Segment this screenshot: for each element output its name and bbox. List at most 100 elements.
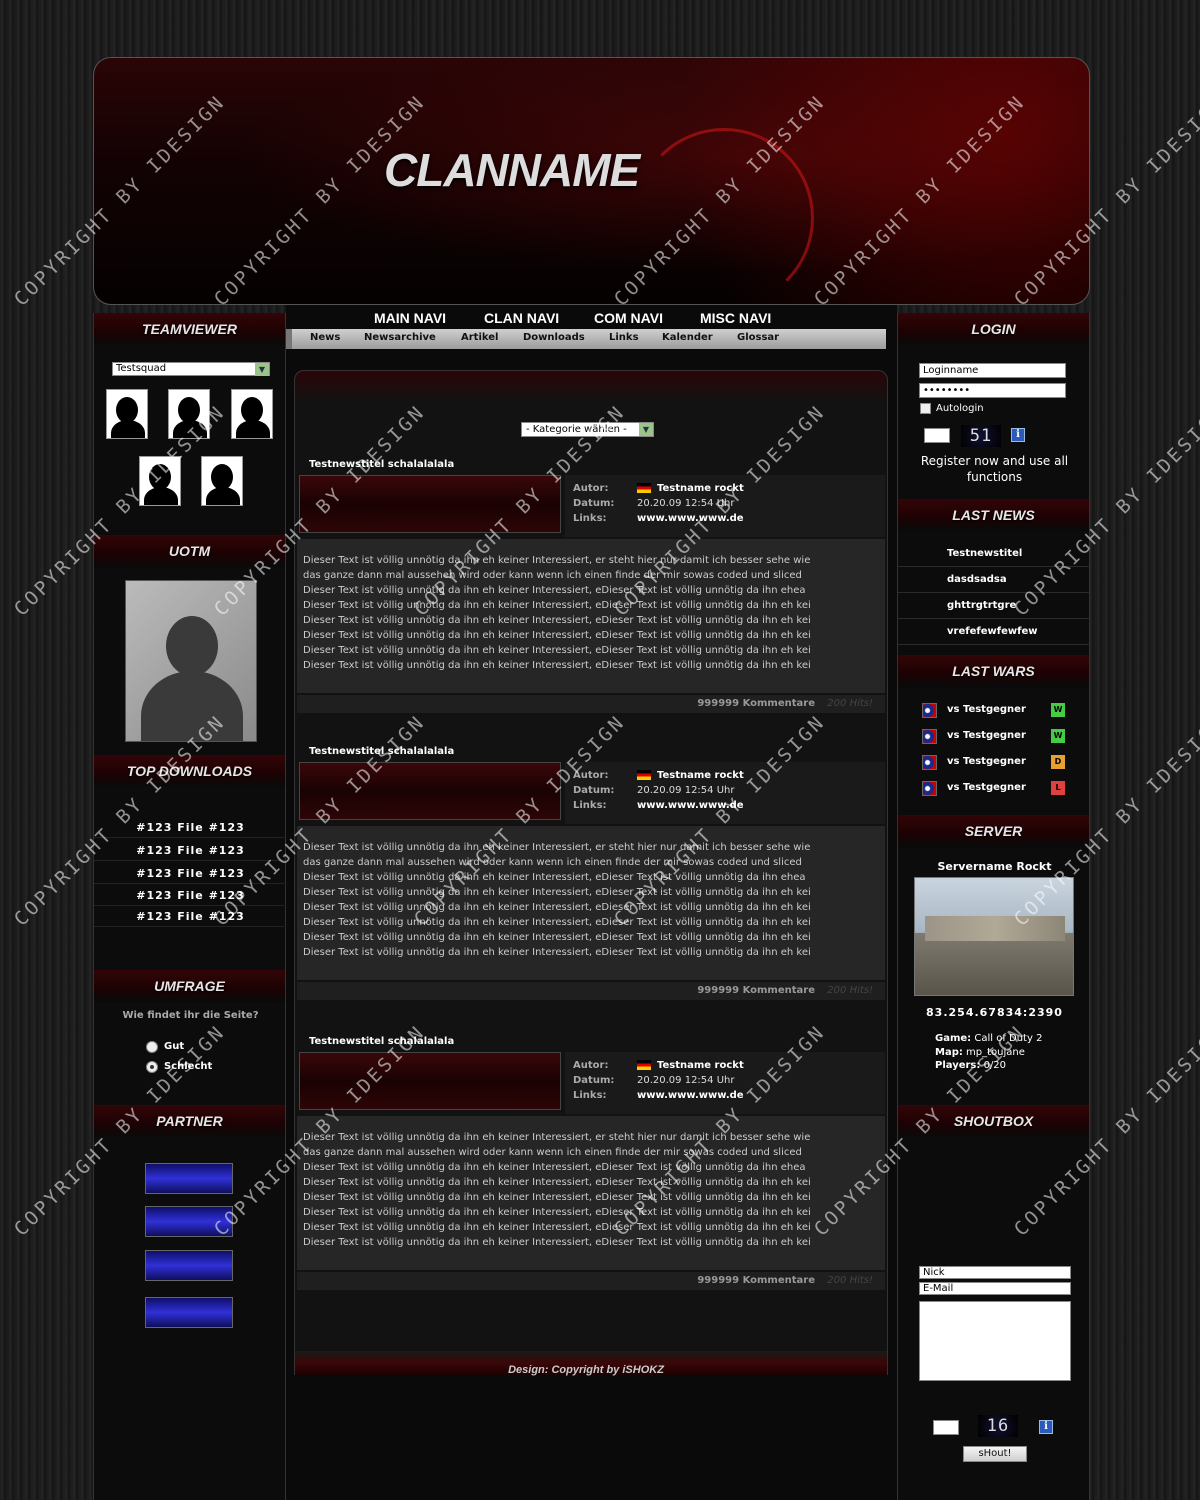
- last-war-row[interactable]: vs Testgegner L: [898, 775, 1091, 801]
- shoutbox-nick-input[interactable]: Nick: [919, 1266, 1071, 1279]
- login-name-input[interactable]: Loginname: [919, 363, 1066, 378]
- news-image: [299, 1052, 561, 1110]
- category-select[interactable]: - Kategorie wählen - ▼: [521, 422, 654, 437]
- links-value[interactable]: www.www.www.de: [637, 800, 744, 811]
- password-input[interactable]: ••••••••: [919, 383, 1066, 398]
- last-war-row[interactable]: vs Testgegner D: [898, 749, 1091, 775]
- last-war-row[interactable]: vs Testgegner W: [898, 723, 1091, 749]
- subnav-downloads[interactable]: Downloads: [523, 332, 585, 343]
- download-item[interactable]: #123 File #123: [94, 889, 287, 906]
- clan-name-logo: CLANNAME: [384, 144, 640, 196]
- squad-select[interactable]: Testsquad ▼: [112, 362, 270, 376]
- main-navigation: MAIN NAVI CLAN NAVI COM NAVI MISC NAVI: [286, 305, 897, 331]
- download-item[interactable]: #123 File #123: [94, 910, 287, 927]
- member-avatar[interactable]: [139, 456, 181, 506]
- news-line: Dieser Text ist völlig unnötig da ihn eh…: [303, 1177, 811, 1188]
- partner-banner[interactable]: [145, 1206, 233, 1237]
- author-value[interactable]: Testname rockt: [637, 1060, 744, 1071]
- news-line: das ganze dann mal aussehen wird oder ka…: [303, 1147, 802, 1158]
- subnav-links[interactable]: Links: [609, 332, 639, 343]
- author-value[interactable]: Testname rockt: [637, 770, 744, 781]
- design-copyright: Design: Copyright by iSHOKZ: [508, 1364, 664, 1376]
- server-map-image[interactable]: [914, 877, 1074, 996]
- shoutbox-message-textarea[interactable]: [919, 1301, 1071, 1381]
- subnav-artikel[interactable]: Artikel: [461, 332, 499, 343]
- server-players: Players: 0/20: [935, 1060, 1007, 1071]
- opponent-flag-icon: [922, 755, 937, 770]
- links-label: Links:: [573, 800, 607, 811]
- comments-link[interactable]: 999999 Kommentare: [697, 985, 815, 996]
- hits-count: 200 Hits!: [827, 698, 873, 709]
- server-ip[interactable]: 83.254.67834:2390: [926, 1006, 1063, 1019]
- nav-main[interactable]: MAIN NAVI: [374, 310, 447, 326]
- nav-com[interactable]: COM NAVI: [594, 310, 663, 326]
- last-news-title: LAST NEWS: [898, 499, 1089, 531]
- uotm-photo[interactable]: [125, 580, 257, 742]
- partner-banner[interactable]: [145, 1297, 233, 1328]
- comments-link[interactable]: 999999 Kommentare: [697, 698, 815, 709]
- server-title: SERVER: [898, 815, 1089, 847]
- partner-banner[interactable]: [145, 1163, 233, 1194]
- shoutbox-email-input[interactable]: E-Mail: [919, 1282, 1071, 1295]
- partner-banner[interactable]: [145, 1250, 233, 1281]
- hits-count: 200 Hits!: [827, 985, 873, 996]
- date-value: 20.20.09 12:54 Uhr: [637, 1075, 735, 1086]
- last-news-item[interactable]: vrefefewfewfew: [898, 619, 1091, 645]
- subnav-newsarchive[interactable]: Newsarchive: [364, 332, 436, 343]
- category-select-value: - Kategorie wählen -: [526, 424, 627, 435]
- last-news-item[interactable]: dasdsadsa: [898, 567, 1091, 593]
- news-line: Dieser Text ist völlig unnötig da ihn eh…: [303, 600, 811, 611]
- news-line: Dieser Text ist völlig unnötig da ihn eh…: [303, 615, 811, 626]
- download-item[interactable]: #123 File #123: [94, 844, 287, 861]
- autologin-label: Autologin: [936, 403, 984, 414]
- download-item[interactable]: #123 File #123: [94, 867, 287, 884]
- member-avatar[interactable]: [231, 389, 273, 439]
- news-line: Dieser Text ist völlig unnötig da ihn eh…: [303, 917, 811, 928]
- news-footer: 999999 Kommentare 200 Hits!: [297, 1272, 885, 1290]
- register-text[interactable]: Register now and use all functions: [920, 454, 1069, 484]
- info-icon[interactable]: i: [1011, 428, 1025, 442]
- author-name: Testname rockt: [657, 770, 744, 781]
- news-title[interactable]: Testnewstitel schalalalala: [309, 459, 455, 470]
- links-value[interactable]: www.www.www.de: [637, 513, 744, 524]
- news-meta: Autor: Testname rockt Datum: 20.20.09 12…: [565, 1052, 885, 1114]
- date-value: 20.20.09 12:54 Uhr: [637, 498, 735, 509]
- news-line: Dieser Text ist völlig unnötig da ihn eh…: [303, 1207, 811, 1218]
- subnav-news[interactable]: News: [310, 332, 341, 343]
- author-label: Autor:: [573, 483, 609, 494]
- content-panel: - Kategorie wählen - ▼ Testnewstitel sch…: [294, 370, 888, 1375]
- subnav-glossar[interactable]: Glossar: [737, 332, 780, 343]
- news-line: das ganze dann mal aussehen wird oder ka…: [303, 857, 802, 868]
- last-news-item[interactable]: Testnewstitel: [898, 541, 1091, 567]
- author-value[interactable]: Testname rockt: [637, 483, 744, 494]
- last-war-row[interactable]: vs Testgegner W: [898, 697, 1091, 723]
- opponent-flag-icon: [922, 781, 937, 796]
- login-captcha-image: 51: [961, 425, 1001, 447]
- comments-link[interactable]: 999999 Kommentare: [697, 1275, 815, 1286]
- news-line: Dieser Text ist völlig unnötig da ihn eh…: [303, 1132, 811, 1143]
- shoutbox-captcha-input[interactable]: [933, 1420, 959, 1435]
- shout-button[interactable]: sHout!: [963, 1446, 1027, 1462]
- poll-option-bad-radio[interactable]: [146, 1061, 158, 1073]
- chevron-down-icon[interactable]: ▼: [255, 363, 269, 376]
- info-icon[interactable]: i: [1039, 1420, 1053, 1434]
- member-avatar[interactable]: [168, 389, 210, 439]
- last-news-item[interactable]: ghttrgtrtgre: [898, 593, 1091, 619]
- author-name: Testname rockt: [657, 483, 744, 494]
- news-title[interactable]: Testnewstitel schalalalala: [309, 746, 455, 757]
- news-title[interactable]: Testnewstitel schalalalala: [309, 1036, 455, 1047]
- autologin-checkbox[interactable]: [920, 403, 931, 414]
- poll-option-good-radio[interactable]: [146, 1041, 158, 1053]
- chevron-down-icon[interactable]: ▼: [639, 423, 653, 436]
- war-opponent: vs Testgegner: [947, 782, 1026, 793]
- content-footer-bar: [295, 1351, 887, 1375]
- login-captcha-input[interactable]: [924, 428, 950, 443]
- member-avatar[interactable]: [106, 389, 148, 439]
- nav-misc[interactable]: MISC NAVI: [700, 310, 772, 326]
- links-value[interactable]: www.www.www.de: [637, 1090, 744, 1101]
- subnav-kalender[interactable]: Kalender: [662, 332, 713, 343]
- download-item[interactable]: #123 File #123: [94, 821, 287, 838]
- nav-clan[interactable]: CLAN NAVI: [484, 310, 560, 326]
- member-avatar[interactable]: [201, 456, 243, 506]
- content-header-bar: [295, 371, 887, 401]
